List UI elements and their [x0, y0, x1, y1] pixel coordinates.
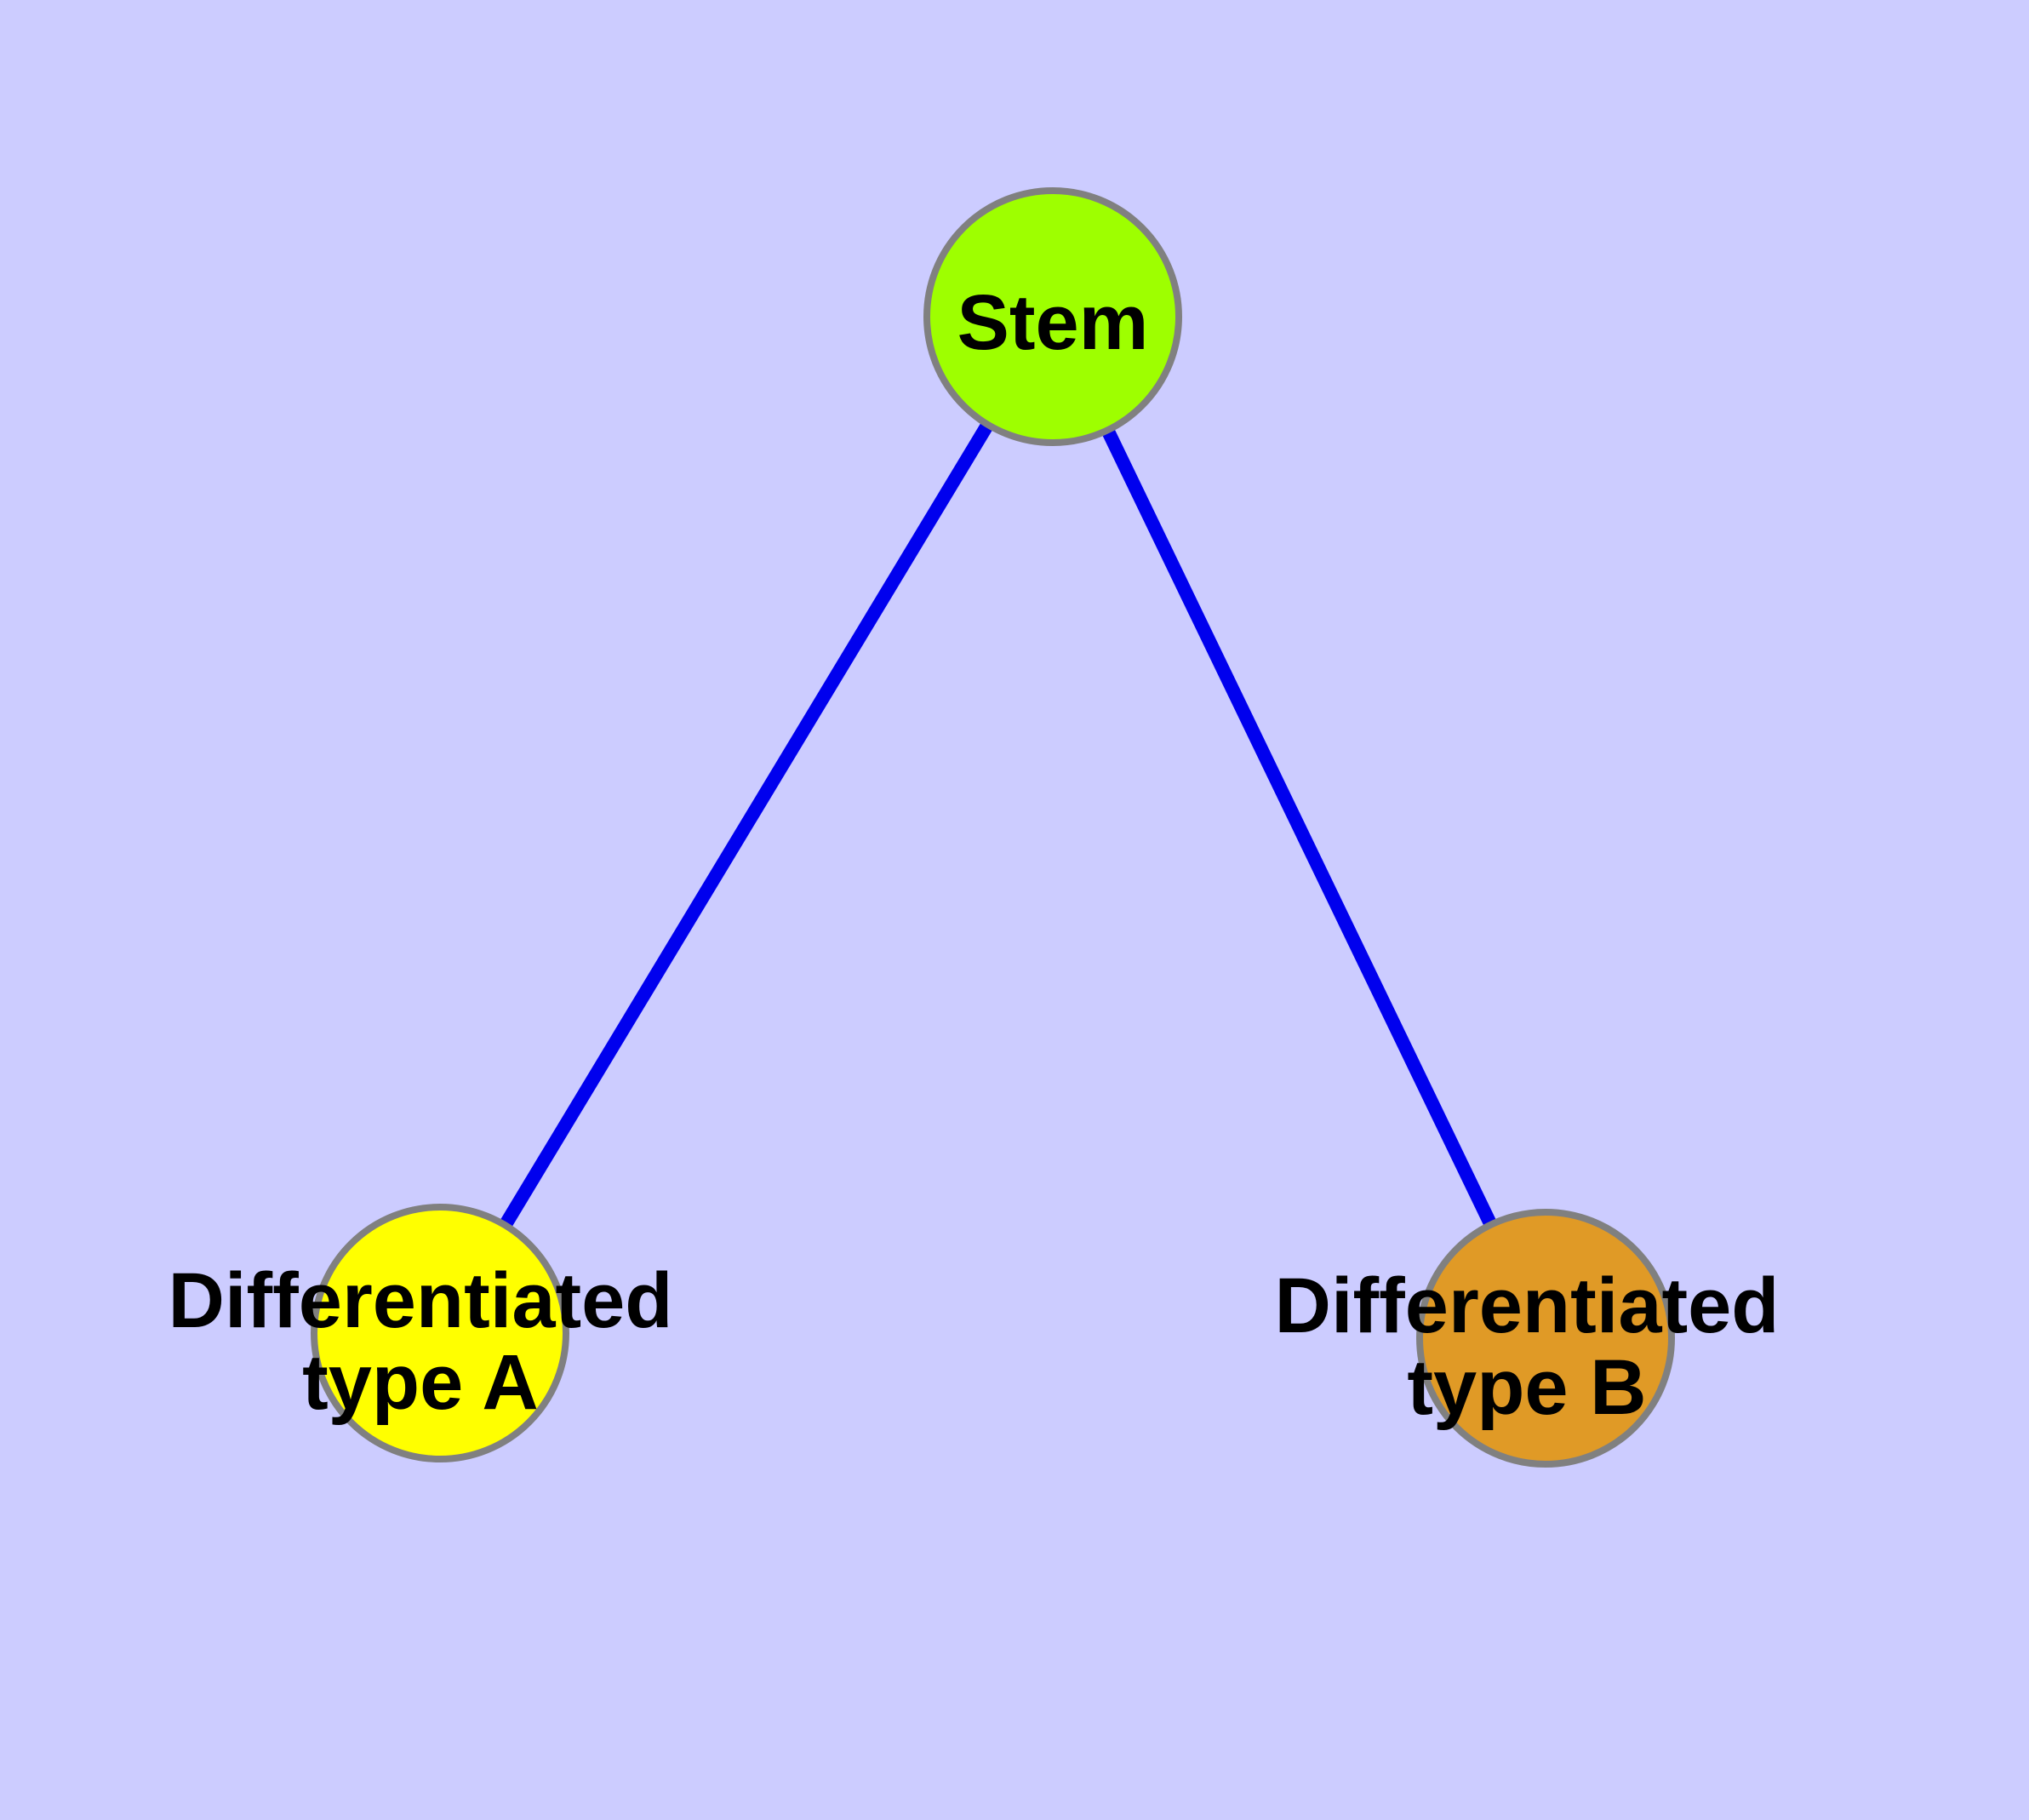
node-label-diff-type-b-line-1: Differentiated — [1275, 1262, 1780, 1349]
edge-stem-to-b[interactable] — [1046, 313, 1552, 1342]
node-label-stem-line-1: Stem — [957, 279, 1149, 366]
node-stem[interactable] — [923, 187, 1182, 446]
edge-layer — [434, 312, 1552, 1342]
node-circle-stem[interactable] — [923, 187, 1182, 446]
node-circle-diff-type-a[interactable] — [311, 1204, 569, 1462]
edge-stem-to-a[interactable] — [434, 312, 1059, 1337]
node-label-diff-type-a-line-2: type A — [302, 1339, 539, 1426]
node-circle-diff-type-b[interactable] — [1416, 1209, 1675, 1468]
node-diff-type-a[interactable] — [311, 1204, 569, 1462]
node-diff-type-b[interactable] — [1416, 1209, 1675, 1468]
node-label-diff-type-a-line-1: Differentiated — [169, 1257, 673, 1344]
node-label-diff-type-b-line-2: type B — [1407, 1344, 1646, 1431]
